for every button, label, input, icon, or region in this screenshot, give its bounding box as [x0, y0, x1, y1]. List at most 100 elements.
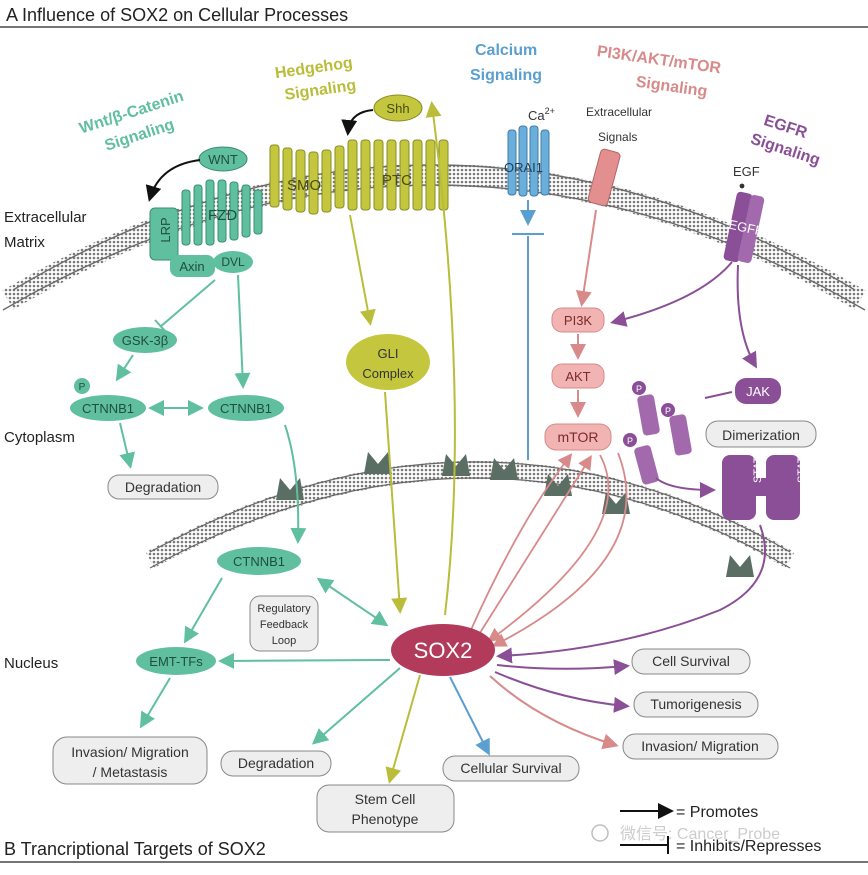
sox2-to-tumorigenesis-arrow — [494, 671, 630, 713]
nuclear-pore — [276, 478, 304, 500]
wechat-icon — [591, 824, 609, 842]
sox2-to-stem-cell-arrow — [385, 674, 421, 784]
ctnnb1-nuclear-import-arrow — [284, 424, 307, 544]
gsk3b-node — [113, 327, 177, 353]
svg-text:STAT3: STAT3 — [752, 450, 764, 483]
svg-text:STAT3: STAT3 — [659, 440, 676, 468]
dimerization-box — [705, 420, 817, 448]
dvl-inhibits-gsk3b — [159, 279, 216, 328]
ctnnb1-free — [208, 395, 284, 421]
sox2-to-invasion-migration-arrow — [489, 675, 619, 750]
ctnnb1-sox2-feedback-arrow — [316, 577, 389, 627]
extracellular-signals-line2: Signals — [598, 130, 637, 144]
nuclear-pore — [442, 454, 470, 476]
svg-text:P: P — [636, 384, 642, 394]
feedback-loop-line1: Regulatory — [257, 603, 311, 615]
sox2-node — [391, 624, 495, 676]
sox2-label: SOX2 — [414, 638, 473, 663]
ecm-label-line2: Matrix — [4, 234, 45, 251]
stat3-to-sox2-arrow — [496, 524, 766, 664]
gli-complex — [346, 334, 430, 390]
jak-to-stat3-line — [704, 391, 733, 399]
degradation-cytoplasm-box — [107, 474, 219, 500]
watermark-text: 微信号: Cancer_Probe — [620, 825, 780, 843]
shh-ligand — [373, 94, 423, 122]
fzd-label: FZD — [208, 207, 237, 224]
axin-label: Axin — [179, 259, 204, 274]
wnt-ligand — [198, 146, 248, 172]
ctnnb1-nuclear — [217, 547, 301, 575]
egfr-receptor-right — [737, 195, 765, 263]
nuclear-membrane — [145, 461, 795, 569]
fzd-receptor — [181, 179, 263, 246]
stem-cell-phenotype-box — [316, 784, 455, 833]
orai1-label: ORAI1 — [504, 160, 543, 175]
ctnnb1-to-degradation-arrow — [119, 422, 136, 469]
wnt-receptor-complex: LRP FZD WNT Axin DVL — [149, 146, 263, 277]
jak-label: JAK — [746, 384, 770, 399]
invasion-migration-label: Invasion/ Migration — [641, 738, 759, 754]
smo-to-gli-arrow — [349, 214, 376, 326]
sox2-mtor-feedback-arrows — [469, 452, 628, 647]
gli-label-line1: GLI — [378, 346, 399, 361]
phospho-marker — [74, 378, 90, 394]
degradation-nucleus-label: Degradation — [238, 755, 314, 771]
lrp-label: LRP — [158, 217, 173, 242]
nucleus-label: Nucleus — [4, 655, 58, 672]
hedgehog-pathway-title-line2: Signaling — [284, 77, 358, 104]
invasion-metastasis-line1: Invasion/ Migration — [71, 744, 189, 760]
axin-protein — [170, 255, 215, 277]
egf-ligand — [739, 183, 745, 189]
ctnnb1-phosphorylated-label: CTNNB1 — [82, 401, 134, 416]
ptc-receptor — [347, 139, 449, 211]
svg-text:STAT3: STAT3 — [796, 450, 808, 483]
watermark: 微信号: Cancer_Probe — [591, 824, 780, 843]
svg-text:STAT3: STAT3 — [694, 408, 708, 436]
gli-label-line2: Complex — [362, 366, 414, 381]
invasion-migration-box — [622, 733, 779, 760]
shh-label: Shh — [386, 101, 409, 116]
pi3k-node — [551, 307, 605, 333]
extracellular-signals-line1: Extracellular — [586, 105, 652, 119]
ctnnb1-free-label: CTNNB1 — [220, 401, 272, 416]
cellular-survival-box — [442, 755, 580, 782]
sox2-to-emt-arrow — [218, 652, 391, 669]
feedback-loop-line2: Feedback — [260, 619, 309, 631]
degradation-nucleus-box — [220, 750, 332, 777]
sox2-to-cell-survival-arrow — [496, 659, 630, 676]
stat3-dimer: STAT3 STAT3 — [722, 450, 808, 520]
feedback-loop-line3: Loop — [272, 635, 296, 647]
sox2-to-cellular-survival-arrow — [449, 676, 490, 756]
calcium-ion-label: Ca2+ — [528, 106, 555, 123]
invasion-metastasis-box — [52, 736, 208, 785]
stem-cell-line1: Stem Cell — [355, 791, 416, 807]
wnt-ligand-label: WNT — [208, 152, 238, 167]
egfr-to-jak-arrow — [736, 264, 757, 369]
akt-label: AKT — [565, 369, 590, 384]
ctnnb1-phosphorylated — [70, 395, 146, 421]
stem-cell-line2: Phenotype — [352, 811, 419, 827]
orai1-channel — [507, 125, 550, 197]
pi3k-pathway-title-line2: Signaling — [635, 74, 709, 101]
sox2-to-shh-arrow — [425, 101, 456, 616]
calcium-pathway-title-line2: Signaling — [470, 67, 542, 84]
cell-survival-label: Cell Survival — [652, 653, 730, 669]
nuclear-pore — [544, 474, 572, 496]
phospho-label: P — [79, 382, 86, 393]
cellular-survival-label: Cellular Survival — [460, 760, 561, 776]
gsk3b-label: GSK-3β — [122, 333, 169, 348]
egf-label: EGF — [733, 164, 760, 179]
feedback-loop-box — [249, 595, 319, 652]
egfr-to-pi3k-arrow — [610, 261, 733, 327]
emt-to-invasion-arrow — [139, 677, 171, 729]
svg-text:P: P — [627, 436, 633, 446]
cell-survival-box — [631, 648, 751, 675]
lrp-receptor — [149, 207, 179, 261]
pi3k-label: PI3K — [564, 313, 593, 328]
tumorigenesis-box — [633, 691, 759, 718]
gli-to-sox2-arrow — [384, 391, 408, 614]
inhibit-bar — [154, 319, 167, 333]
receptor-to-pi3k-arrow — [575, 209, 597, 307]
nuclear-pore — [490, 458, 518, 480]
invasion-metastasis-line2: / Metastasis — [93, 764, 168, 780]
